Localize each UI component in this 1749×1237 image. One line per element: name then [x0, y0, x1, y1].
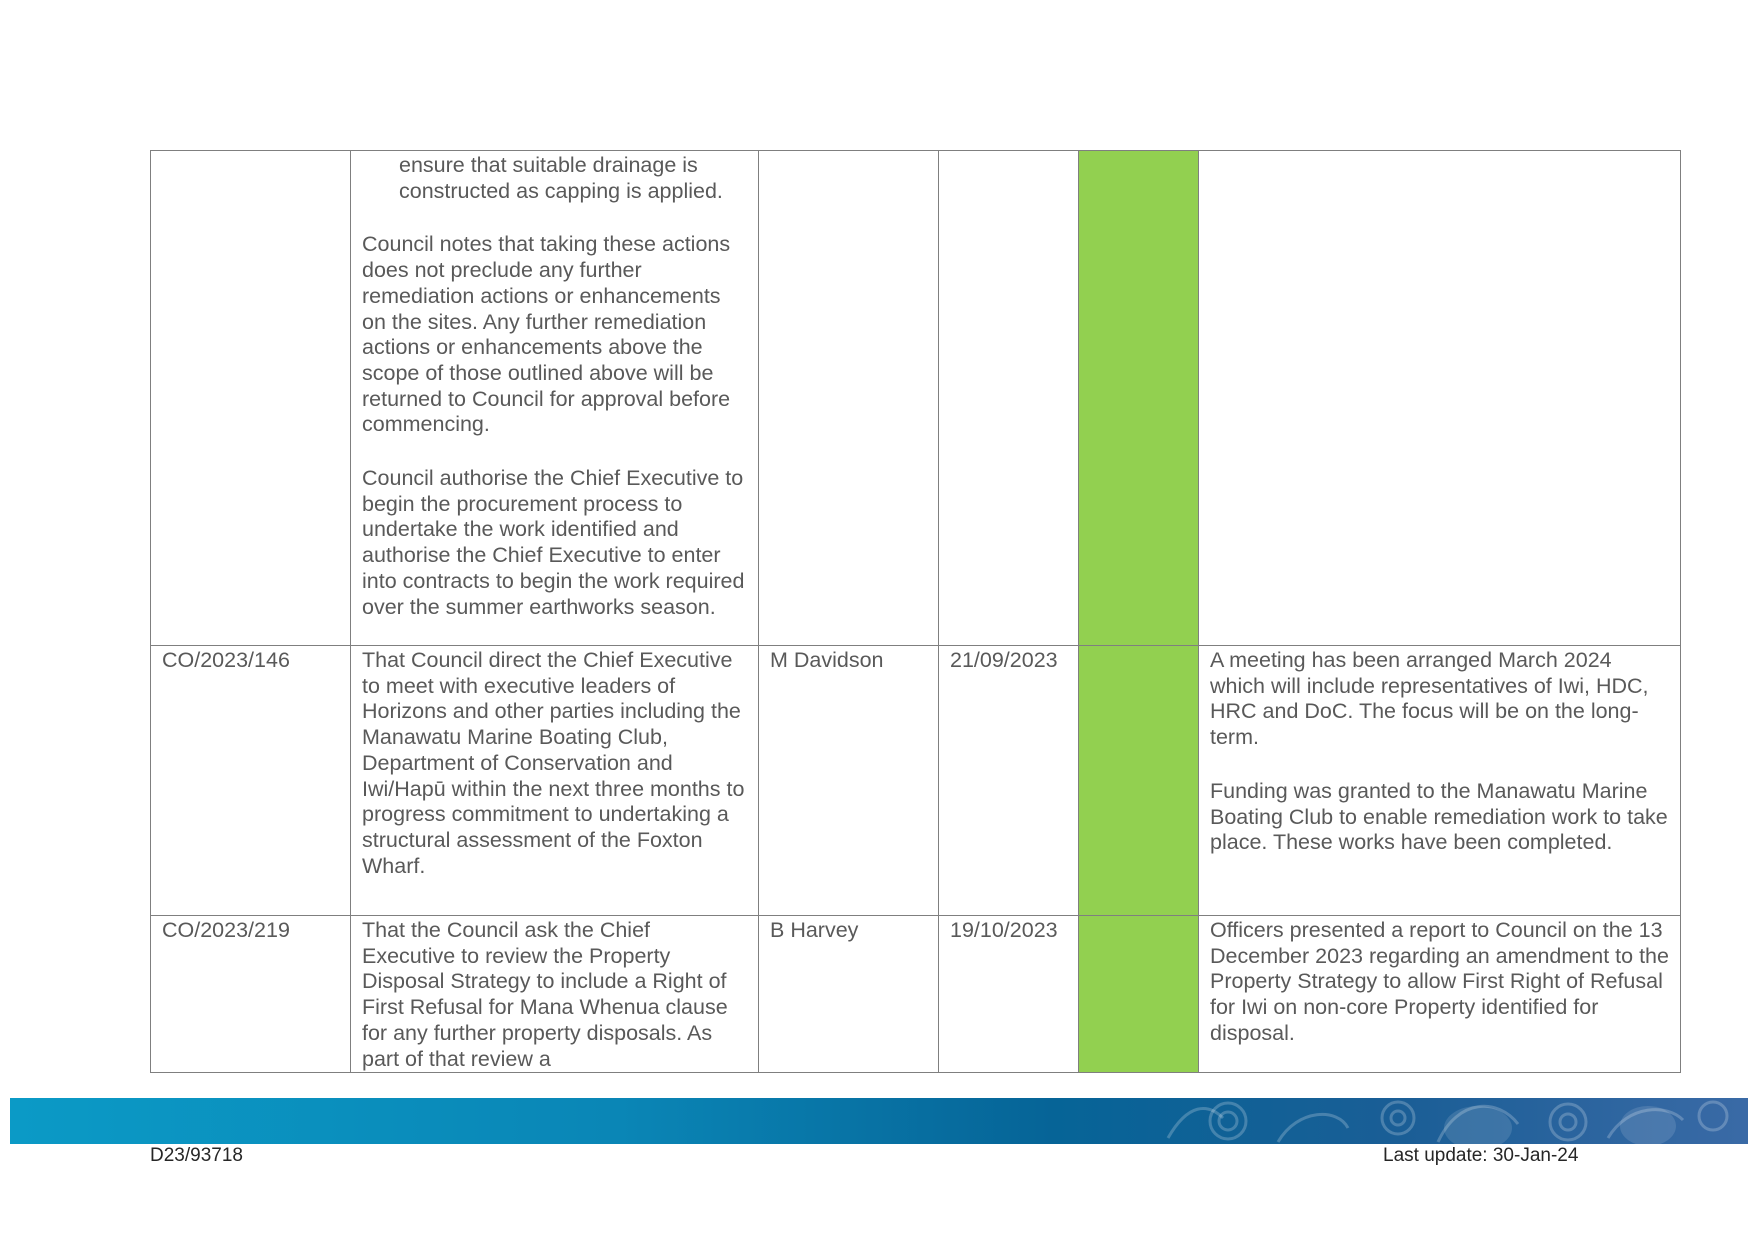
officer-cell: [758, 150, 939, 646]
date-cell: 21/09/2023: [938, 645, 1079, 916]
koru-pattern-icon: [1166, 1100, 1729, 1144]
resolution-cell: ensure that suitable drainage is constru…: [350, 150, 759, 646]
last-update: Last update: 30-Jan-24: [1383, 1145, 1579, 1166]
status-indicator: [1078, 150, 1199, 646]
comment-paragraph: Officers presented a report to Council o…: [1210, 918, 1669, 1045]
comment-cell: Officers presented a report to Council o…: [1198, 914, 1681, 1074]
table-row: ensure that suitable drainage is constru…: [150, 150, 1681, 646]
date-cell: 19/10/2023: [938, 914, 1079, 1074]
status-indicator: [1078, 645, 1199, 916]
resolution-indented-text: ensure that suitable drainage is constru…: [399, 153, 723, 203]
table-row: CO/2023/146 That Council direct the Chie…: [150, 645, 1681, 916]
comment-cell: A meeting has been arranged March 2024 w…: [1198, 645, 1681, 916]
comment-cell: [1198, 150, 1681, 646]
table-row: CO/2023/219 That the Council ask the Chi…: [150, 914, 1681, 1074]
resolution-cell: That Council direct the Chief Executive …: [350, 645, 759, 916]
comment-paragraph: A meeting has been arranged March 2024 w…: [1210, 648, 1649, 750]
footer-band: [10, 1098, 1748, 1144]
ref-cell: CO/2023/219: [150, 914, 351, 1074]
ref-cell: CO/2023/146: [150, 645, 351, 916]
document-id: D23/93718: [150, 1145, 243, 1166]
resolution-paragraph: Council notes that taking these actions …: [362, 232, 731, 437]
date-cell: [938, 150, 1079, 646]
officer-cell: B Harvey: [758, 914, 939, 1074]
resolution-cell: That the Council ask the Chief Executive…: [350, 914, 759, 1074]
actions-table: ensure that suitable drainage is constru…: [150, 150, 1681, 1074]
status-indicator: [1078, 914, 1199, 1074]
ref-cell: [150, 150, 351, 646]
resolution-paragraph: Council authorise the Chief Executive to…: [362, 466, 745, 619]
officer-cell: M Davidson: [758, 645, 939, 916]
resolution-paragraph: That the Council ask the Chief Executive…: [362, 918, 728, 1071]
resolution-paragraph: That Council direct the Chief Executive …: [362, 648, 745, 878]
comment-paragraph: Funding was granted to the Manawatu Mari…: [1210, 778, 1668, 855]
